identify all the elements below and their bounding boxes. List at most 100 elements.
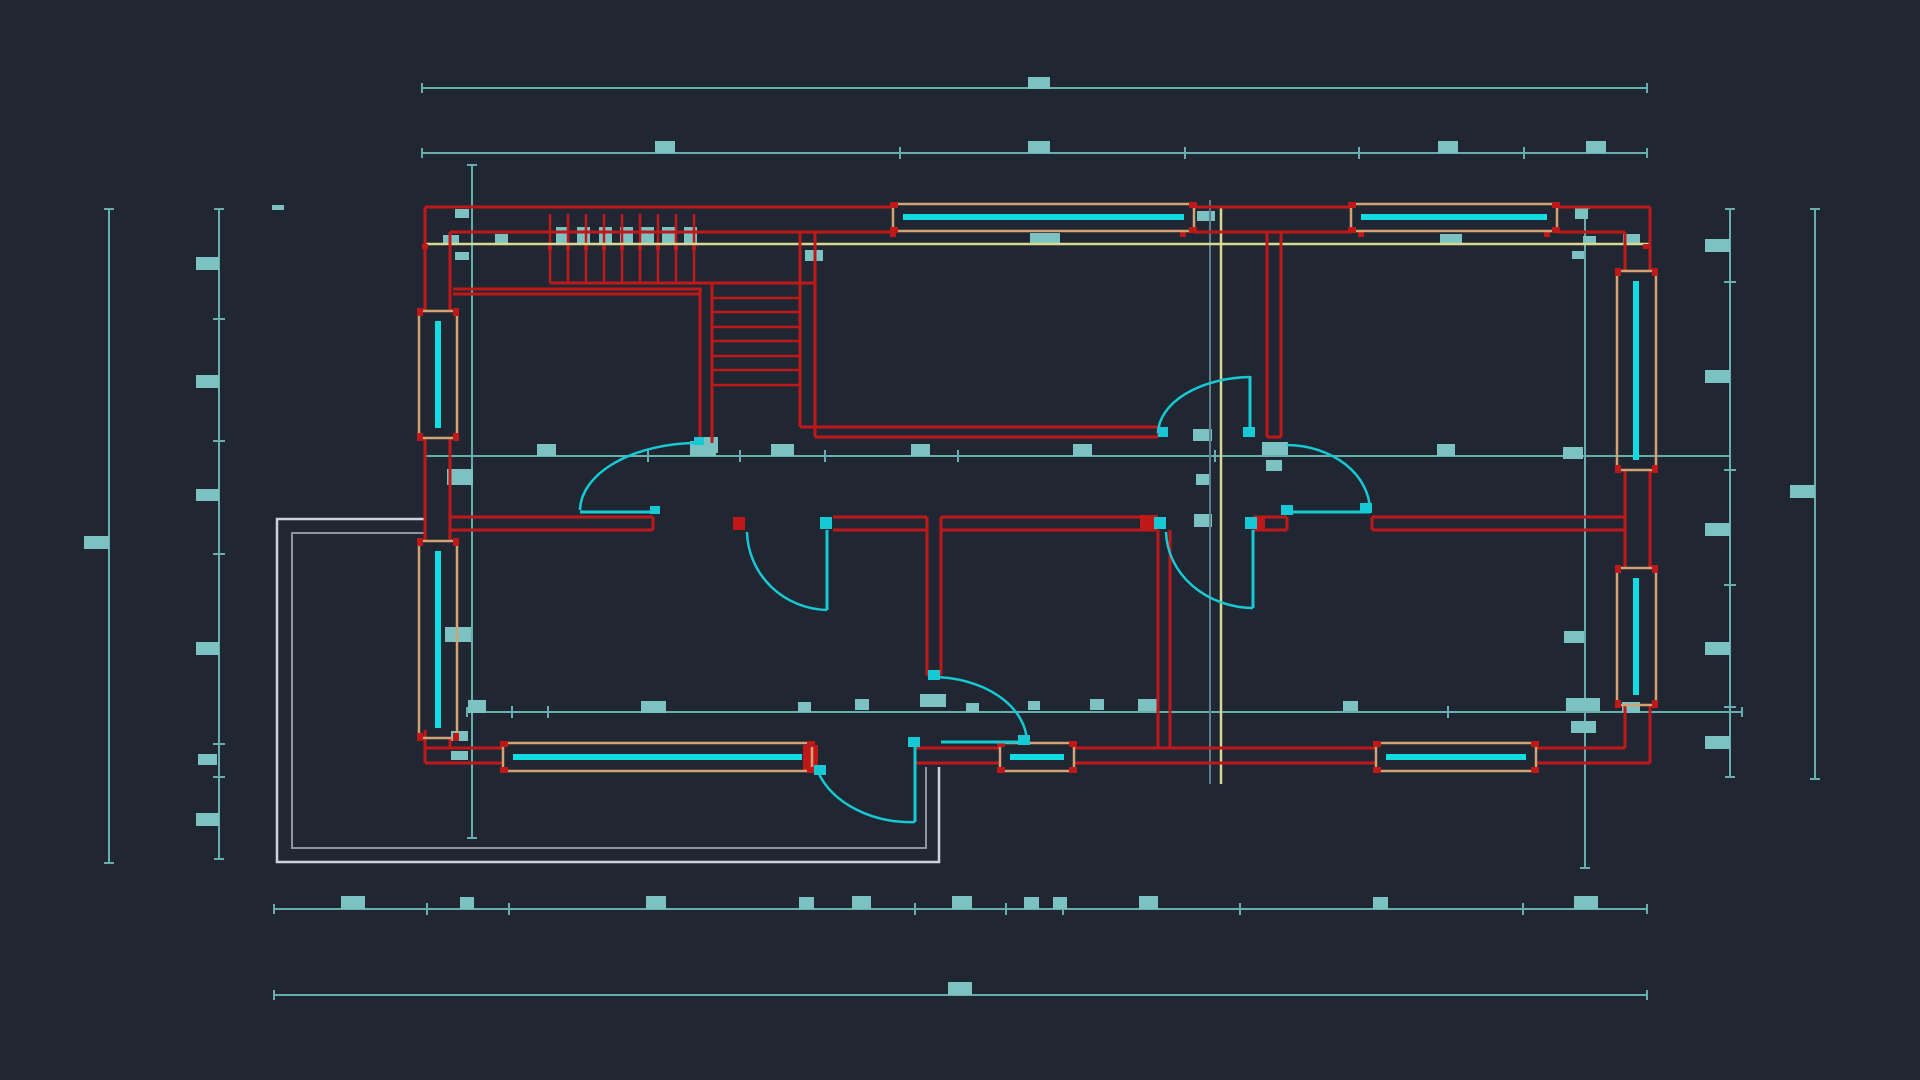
window-jamb-mark	[453, 733, 459, 741]
terrace-inner-line[interactable]	[292, 533, 926, 848]
door-jamb-mark	[1281, 505, 1293, 515]
wall-marker-dot	[422, 244, 428, 249]
dimension-text-block	[1193, 429, 1212, 441]
door-jamb-mark	[908, 737, 920, 747]
door-swing-arc	[1166, 532, 1253, 608]
window-frame	[419, 311, 457, 438]
door-jamb-mark	[1018, 735, 1030, 745]
window-jamb-mark	[1189, 202, 1197, 208]
dimension-text-block	[1030, 233, 1060, 244]
window-right-upper[interactable]	[1615, 268, 1658, 473]
window-frame	[419, 541, 457, 738]
door-swing-arc	[580, 443, 698, 510]
window-top-right[interactable]	[1348, 202, 1560, 233]
stair-riser-dot	[584, 246, 588, 250]
window-jamb-mark	[1373, 767, 1381, 773]
terrace-outline	[277, 519, 939, 862]
door-swing-arc	[818, 772, 915, 822]
dimension-text-block	[196, 489, 219, 501]
door-hall-left[interactable]	[580, 443, 698, 512]
dimension-text-block	[1566, 698, 1600, 711]
dimension-text-block	[537, 444, 556, 456]
window-jamb-mark	[1531, 767, 1539, 773]
door-room-center[interactable]	[1166, 530, 1253, 608]
dimension-text-block	[196, 813, 219, 826]
window-jamb-mark	[500, 767, 508, 773]
door-entry-inner[interactable]	[932, 677, 1027, 742]
dimension-text-block	[455, 209, 469, 218]
stair-riser-dot	[602, 246, 606, 250]
dimension-text-block	[855, 699, 869, 710]
door-entry-outer[interactable]	[818, 743, 915, 822]
window-bottom-left[interactable]	[500, 741, 815, 773]
window-bottom-center[interactable]	[997, 741, 1077, 773]
window-jamb-mark	[1189, 227, 1197, 233]
dimension-text-block	[272, 205, 284, 210]
dimension-text-block	[1790, 485, 1815, 498]
walls-layer	[422, 207, 1650, 771]
window-frame	[893, 204, 1194, 231]
dimension-text-block	[468, 700, 486, 713]
window-bottom-right[interactable]	[1373, 741, 1539, 773]
window-jamb-mark	[453, 433, 459, 441]
dimension-text-block	[966, 703, 979, 712]
wall-jamb	[1140, 515, 1158, 530]
door-swing-arc	[932, 677, 1027, 742]
dimension-text-block	[1373, 897, 1388, 909]
dimension-text-block	[1705, 736, 1730, 749]
window-jamb-mark	[1531, 741, 1539, 747]
dimension-text-block	[1563, 447, 1583, 459]
dimension-text-block	[948, 982, 972, 995]
wall-jamb	[803, 745, 818, 771]
window-jamb-mark	[1615, 565, 1621, 573]
window-left-lower[interactable]	[417, 538, 459, 741]
dimension-text-block	[641, 701, 666, 713]
door-room-right[interactable]	[1287, 445, 1370, 512]
window-frame	[1617, 568, 1656, 705]
door-jamb-mark	[928, 670, 940, 680]
dimension-text-block	[1139, 896, 1158, 909]
window-jamb-mark	[1652, 268, 1658, 276]
dimension-text-block	[198, 754, 217, 765]
window-frame	[1617, 271, 1656, 470]
window-jamb-mark	[997, 767, 1005, 773]
door-jamb-mark	[1245, 517, 1257, 529]
dimension-text-block	[662, 227, 675, 243]
windows-layer	[417, 202, 1658, 773]
dimension-text-block	[1196, 474, 1211, 485]
door-jamb-mark	[1158, 427, 1168, 437]
dimension-text-block	[455, 252, 469, 260]
stair-riser-dot	[566, 246, 570, 250]
window-jamb-mark	[417, 308, 423, 316]
dimension-text-block	[1705, 523, 1730, 536]
dimension-text-block	[1028, 141, 1050, 153]
dimension-text-block	[1440, 234, 1462, 244]
window-jamb-mark	[1069, 767, 1077, 773]
dimension-text-block	[1194, 514, 1212, 527]
window-jamb-mark	[417, 433, 423, 441]
dimension-text-block	[196, 642, 219, 655]
dimension-text-block	[1053, 897, 1067, 909]
dimension-text-block	[641, 227, 654, 243]
dimension-text-block	[655, 141, 675, 153]
dimension-text-block	[771, 444, 794, 456]
wall-jamb	[733, 517, 745, 530]
door-jamb-mark	[1360, 503, 1372, 513]
dimension-text-block	[1028, 77, 1050, 89]
window-jamb-mark	[1615, 268, 1621, 276]
door-hall-upper[interactable]	[1158, 376, 1250, 433]
dimension-text-block	[196, 375, 219, 388]
dimension-text-block	[646, 896, 666, 909]
window-right-lower[interactable]	[1615, 565, 1658, 708]
window-top-center[interactable]	[890, 202, 1197, 233]
dimension-text-block	[1705, 370, 1730, 383]
door-room-left[interactable]	[747, 530, 827, 610]
dimension-text-block	[1073, 444, 1092, 456]
window-jamb-mark	[453, 538, 459, 546]
terrace-outer-line[interactable]	[277, 519, 939, 862]
window-left-upper[interactable]	[417, 308, 459, 441]
dimension-text-block	[451, 731, 468, 741]
window-jamb-mark	[1652, 565, 1658, 573]
